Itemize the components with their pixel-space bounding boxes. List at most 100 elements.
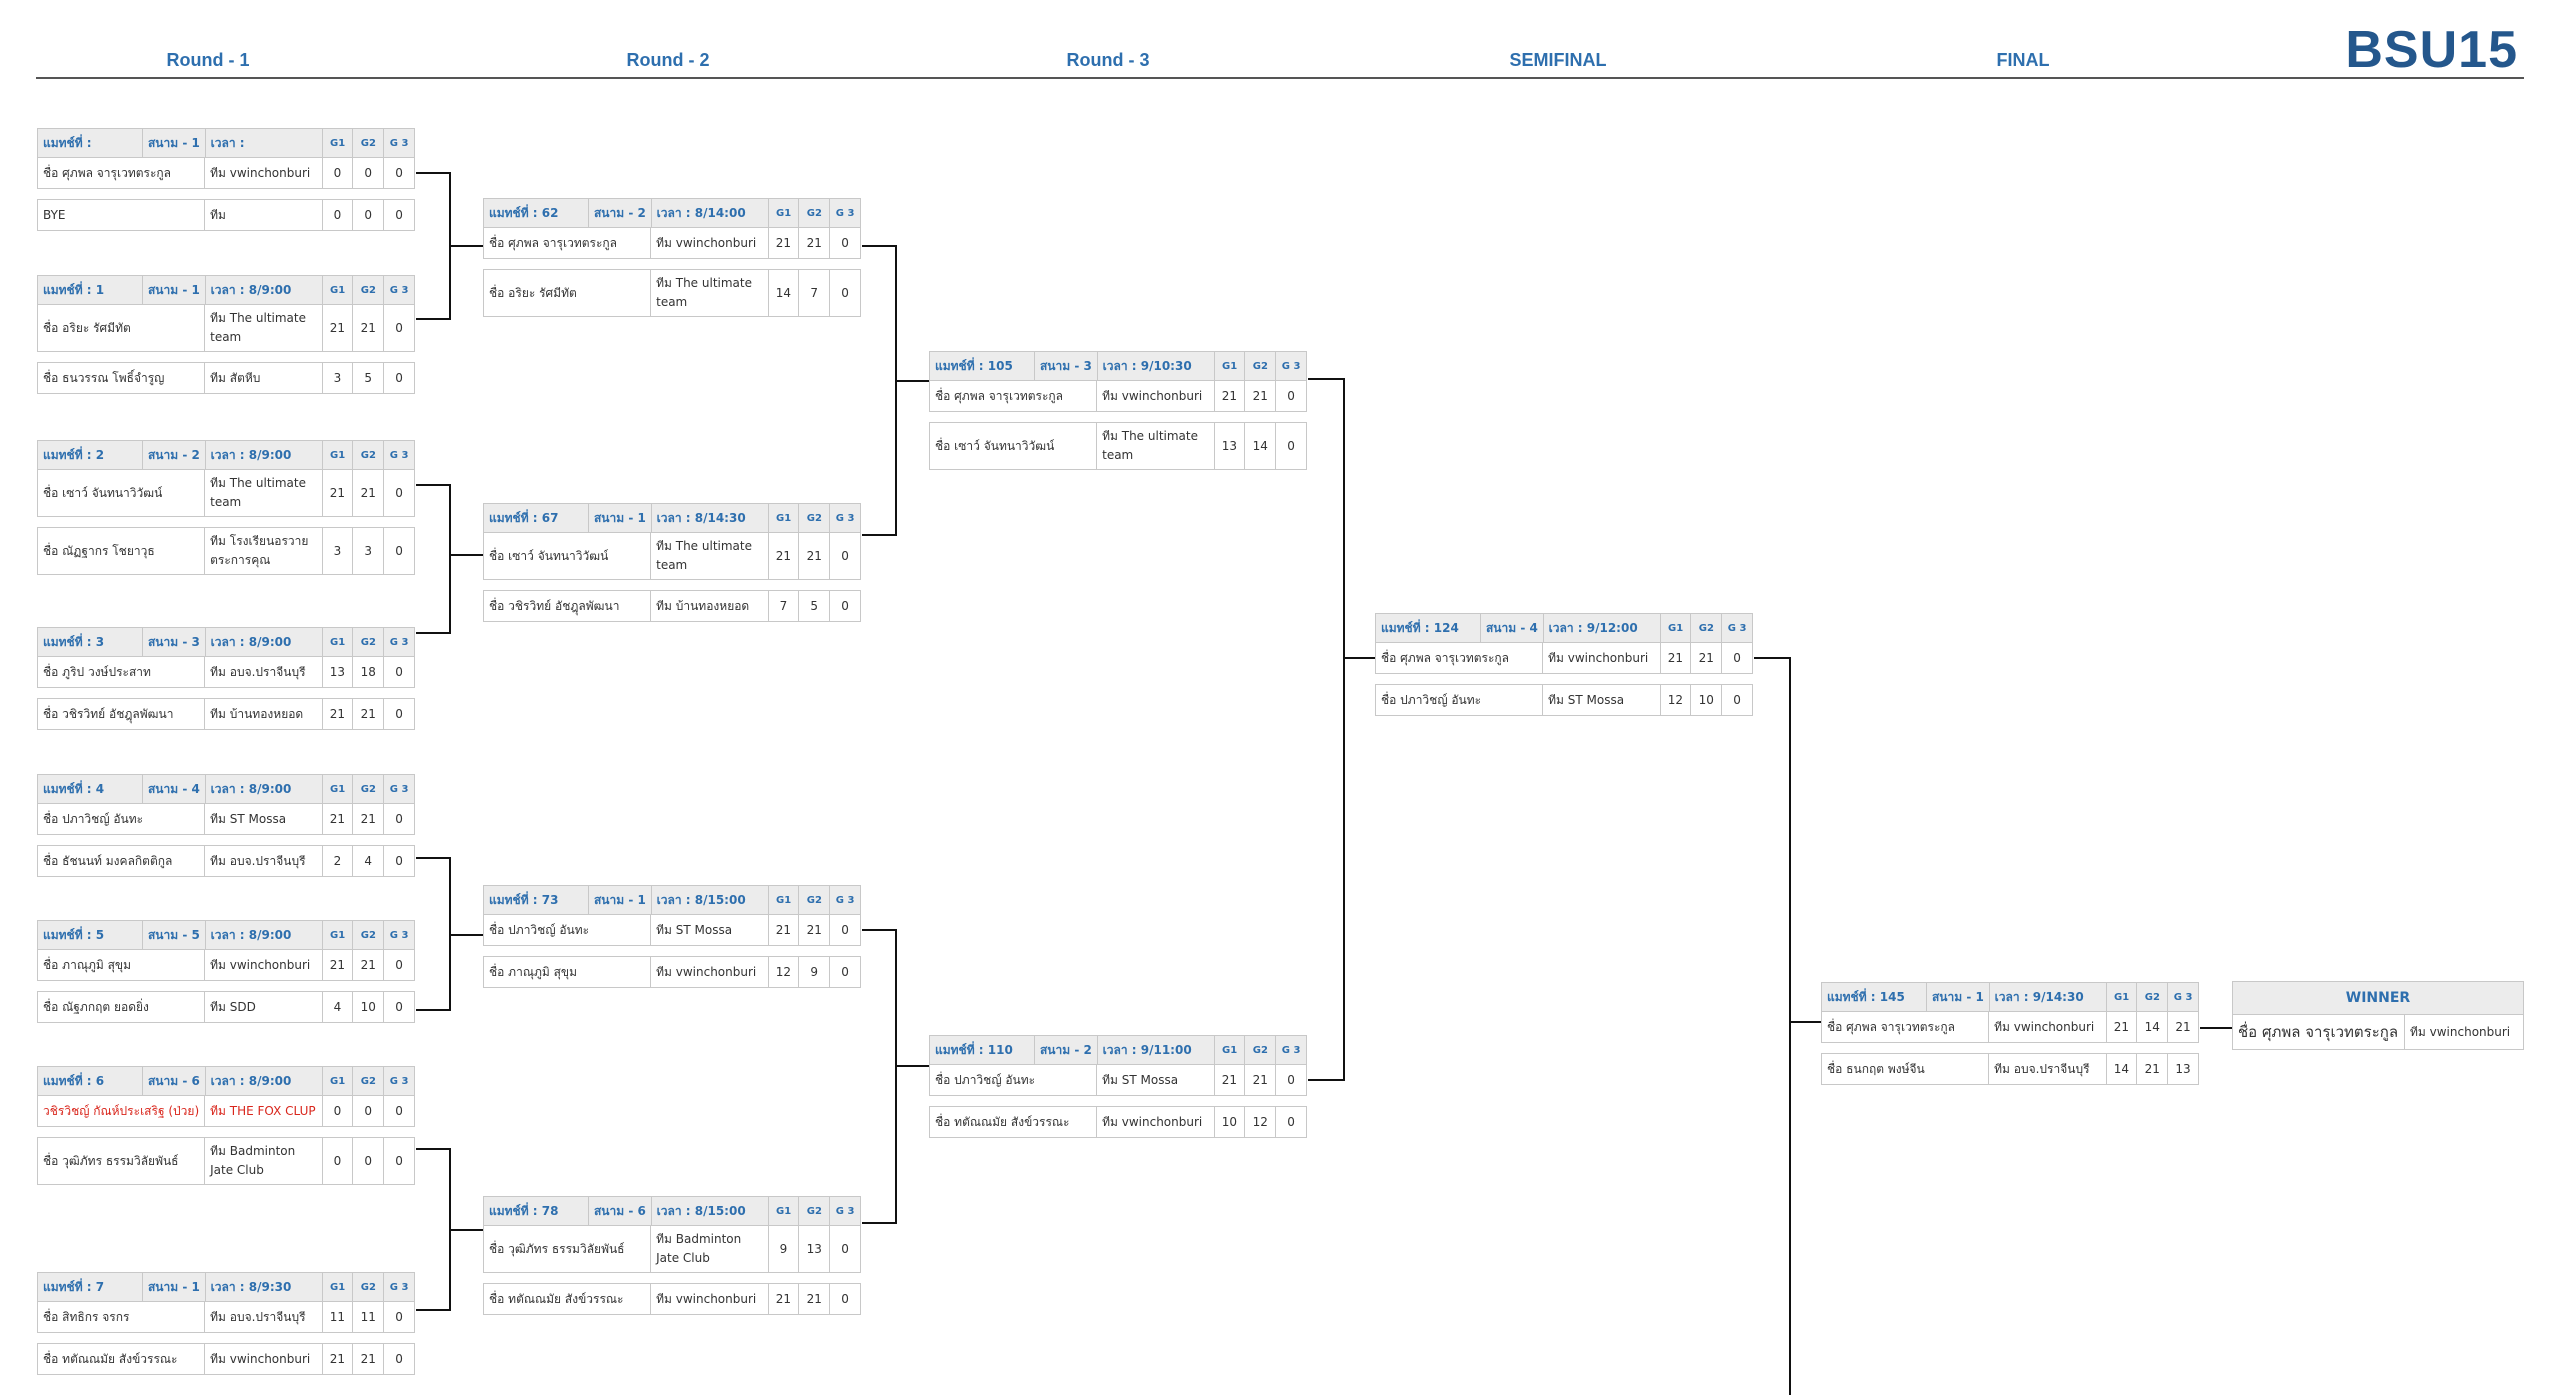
- player-name: ชื่อ ณัฏฐากร โชยาวุธ: [38, 528, 206, 574]
- game1-header: G1: [769, 886, 800, 914]
- header-divider: [36, 77, 2524, 79]
- player-team: ทีม ST Mossa: [1543, 685, 1661, 715]
- game2-header: G2: [1245, 1036, 1277, 1064]
- game-score-1: 10: [1215, 1107, 1246, 1137]
- game-score-1: 3: [323, 363, 354, 393]
- match-number: แมทช์ที่ : 6: [38, 1067, 144, 1095]
- game-score-2: 21: [353, 804, 385, 834]
- player-row: ชื่อ ศุภพล จารุเวทตระกูลทีม vwinchonburi…: [37, 158, 415, 189]
- player-team: ทีม สัตหีบ: [205, 363, 323, 393]
- match-time: เวลา : 9/11:00: [1098, 1036, 1215, 1064]
- player-team: ทีม vwinchonburi: [1097, 1107, 1215, 1137]
- game2-header: G2: [799, 504, 831, 532]
- game-score-3: 0: [1287, 389, 1295, 403]
- player-row: ชื่อ วชิรวิทย์ อัชฎุลพัฒนาทีม บ้านทองหยอ…: [483, 590, 861, 622]
- player-team: ทีม vwinchonburi: [1989, 1012, 2107, 1042]
- game1-header: G1: [769, 1197, 800, 1225]
- game-score-1: 21: [2107, 1012, 2138, 1042]
- game-score-3: 0: [395, 812, 403, 826]
- match-number: แมทช์ที่ : 73: [484, 886, 590, 914]
- player-row: ชื่อ อริยะ รัศมีทัตทีม The ultimate team…: [483, 269, 861, 317]
- player-name: ชื่อ อริยะ รัศมีทัต: [38, 305, 206, 351]
- match-time: เวลา : 8/15:00: [652, 886, 769, 914]
- winner-name: ชื่อ ศุภพล จารุเวทตระกูล: [2233, 1015, 2405, 1049]
- game-score-2: 3: [353, 528, 385, 574]
- player-name: ชื่อ ศุภพล จารุเวทตระกูล: [1376, 643, 1544, 673]
- game-score-2: 21: [799, 533, 831, 579]
- player-name: ชื่อ ภาณุภูมิ สุขุม: [484, 957, 652, 987]
- match-number: แมทช์ที่ : 4: [38, 775, 144, 803]
- game-score-1: 12: [769, 957, 800, 987]
- game3-header: G 3: [389, 1281, 409, 1293]
- player-row: ชื่อ ภูริป วงษ์ประสาททีม อบจ.ปราจีนบุรี1…: [37, 657, 415, 688]
- match-number: แมทช์ที่ : 5: [38, 921, 144, 949]
- match-court: สนาม - 3: [1035, 352, 1098, 380]
- player-name: ชื่อ ธัชนนท์ มงคลกิตติกูล: [38, 846, 206, 876]
- game-score-2: 21: [799, 915, 831, 945]
- game1-header: G1: [323, 775, 354, 803]
- game2-header: G2: [353, 921, 385, 949]
- game-score-1: 21: [769, 228, 800, 258]
- bracket-connector: [416, 172, 483, 320]
- match-court: สนาม - 1: [143, 276, 206, 304]
- player-name: ชื่อ ศุภพล จารุเวทตระกูล: [1822, 1012, 1990, 1042]
- game-score-2: 21: [353, 1344, 385, 1374]
- player-team: ทีม The ultimate team: [651, 533, 769, 579]
- game-score-3: 0: [841, 1292, 849, 1306]
- game-score-2: 5: [353, 363, 385, 393]
- player-row: ชื่อ ศุภพล จารุเวทตระกูลทีม vwinchonburi…: [483, 228, 861, 259]
- match-court: สนาม - 2: [589, 199, 652, 227]
- game-score-1: 4: [323, 992, 354, 1022]
- game-score-1: 0: [323, 200, 354, 230]
- player-team: ทีม อบจ.ปราจีนบุรี: [1989, 1054, 2107, 1084]
- game-score-3: 0: [395, 1000, 403, 1014]
- game3-header: G 3: [389, 449, 409, 461]
- game-score-1: 21: [1215, 381, 1246, 411]
- match-court: สนาม - 3: [143, 628, 206, 656]
- bracket-connector: [1308, 378, 1375, 1081]
- game3-header: G 3: [389, 284, 409, 296]
- game-score-2: 12: [1245, 1107, 1277, 1137]
- game-score-2: 18: [353, 657, 385, 687]
- player-team: ทีม อบจ.ปราจีนบุรี: [205, 657, 323, 687]
- game-score-2: 10: [1691, 685, 1723, 715]
- player-name: ชื่อ วุฒิภัทร ธรรมวิลัยพันธ์: [484, 1226, 652, 1272]
- game-score-2: 21: [353, 305, 385, 351]
- match-court: สนาม - 1: [1927, 983, 1990, 1011]
- player-name: ชื่อ อริยะ รัศมีทัต: [484, 270, 652, 316]
- player-team: ทีม vwinchonburi: [205, 1344, 323, 1374]
- player-team: ทีม vwinchonburi: [205, 950, 323, 980]
- player-team: ทีม vwinchonburi: [1543, 643, 1661, 673]
- game1-header: G1: [323, 1067, 354, 1095]
- game-score-2: 21: [353, 470, 385, 516]
- player-name: BYE: [38, 200, 206, 230]
- game2-header: G2: [799, 1197, 831, 1225]
- game-score-3: 0: [841, 923, 849, 937]
- match-time: เวลา : 9/12:00: [1544, 614, 1661, 642]
- game3-header: G 3: [1281, 1044, 1301, 1056]
- game-score-3: 0: [841, 1242, 849, 1256]
- bracket-connector: [862, 929, 929, 1224]
- game3-header: G 3: [1281, 360, 1301, 372]
- player-team: ทีม vwinchonburi: [651, 1284, 769, 1314]
- player-row: ชื่อ เซาว์ จันทนาวิวัฒน์ทีม The ultimate…: [483, 533, 861, 580]
- game1-header: G1: [323, 276, 354, 304]
- game-score-1: 21: [1661, 643, 1692, 673]
- game3-header: G 3: [835, 894, 855, 906]
- game-score-2: 0: [353, 1096, 385, 1126]
- player-team: ทีม: [205, 200, 323, 230]
- winner-box: WINNER ชื่อ ศุภพล จารุเวทตระกูล ทีม vwin…: [2232, 981, 2524, 1050]
- player-name: ชื่อ ทตัณณมัย สังข์วรรณะ: [930, 1107, 1098, 1137]
- game-score-3: 0: [395, 321, 403, 335]
